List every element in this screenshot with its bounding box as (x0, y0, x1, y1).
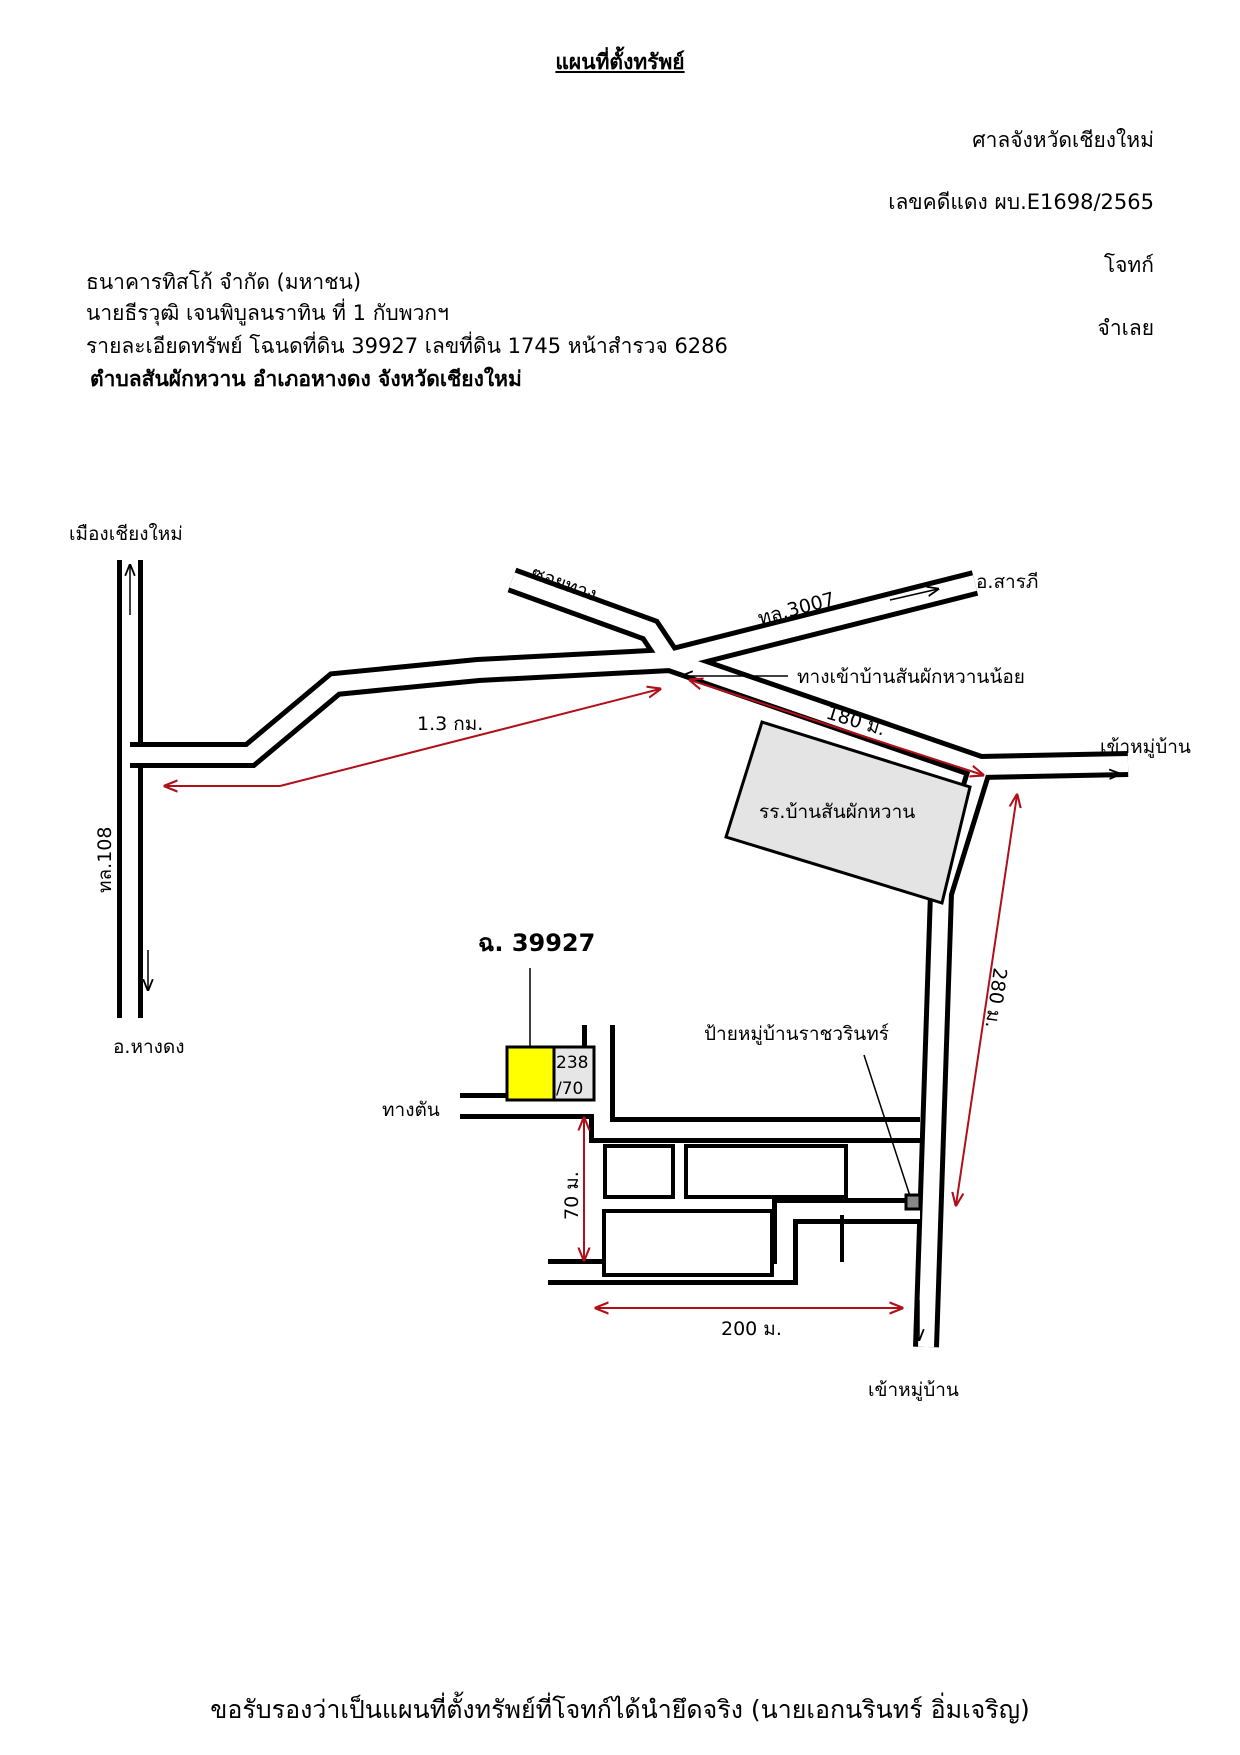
label-neighbor-house-line2: /70 (556, 1079, 583, 1099)
label-saraphi: อ.สารภี (976, 571, 1038, 593)
label-neighbor-house-line1: 238 (556, 1053, 588, 1073)
label-dead-end: ทางตัน (382, 1099, 440, 1121)
label-distance-70-m: 70 ม. (561, 1171, 583, 1220)
label-deed-number: ฉ. 39927 (478, 929, 595, 957)
village-blocks (602, 1144, 848, 1277)
label-village-sign: ป้ายหมู่บ้านราชวรินทร์ (704, 1023, 889, 1045)
label-entrance-san-phak-wan-noi: ทางเข้าบ้านสันผักหวานน้อย (797, 666, 1025, 688)
label-distance-200-m: 200 ม. (721, 1318, 782, 1340)
sign-pointer (863, 1054, 911, 1197)
property-location: ตำบลสันผักหวาน อำเภอหางดง จังหวัดเชียงให… (90, 367, 522, 391)
plaintiff-label: โจทก์ (1103, 253, 1154, 277)
property-parcel (505, 1045, 556, 1102)
label-chiang-mai-city: เมืองเชียงใหม่ (69, 523, 183, 545)
neighbor-parcel (552, 1045, 596, 1102)
label-school: รร.บ้านสันผักหวาน (759, 801, 915, 823)
defendant-label: จำเลย (1097, 316, 1154, 340)
measurement-lines (165, 680, 1017, 1308)
label-distance-280-m: 280 ม. (981, 966, 1011, 1029)
property-detail: รายละเอียดทรัพย์ โฉนดที่ดิน 39927 เลขที่… (86, 334, 728, 358)
page-title: แผนที่ตั้งทรัพย์ (555, 50, 685, 74)
label-route-108: ทล.108 (94, 827, 116, 893)
direction-arrows (130, 565, 1120, 1340)
certification-footer: ขอรับรองว่าเป็นแผนที่ตั้งทรัพย์ที่โจทก์ไ… (210, 1695, 1030, 1724)
label-to-village-bottom: เข้าหมู่บ้าน (868, 1379, 959, 1401)
plaintiff-name: ธนาคารทิสโก้ จำกัด (มหาชน) (86, 270, 362, 294)
defendant-name: นายธีรวุฒิ เจนพิบูลนราทิน ที่ 1 กับพวกฯ (86, 301, 449, 325)
label-hang-dong: อ.หางดง (113, 1036, 185, 1058)
label-distance-1-3-km: 1.3 กม. (417, 713, 483, 735)
court-name: ศาลจังหวัดเชียงใหม่ (972, 128, 1154, 152)
village-sign-marker (904, 1193, 922, 1211)
label-to-village-right: เข้าหมู่บ้าน (1100, 736, 1191, 758)
case-number: เลขคดีแดง ผบ.E1698/2565 (888, 190, 1154, 214)
